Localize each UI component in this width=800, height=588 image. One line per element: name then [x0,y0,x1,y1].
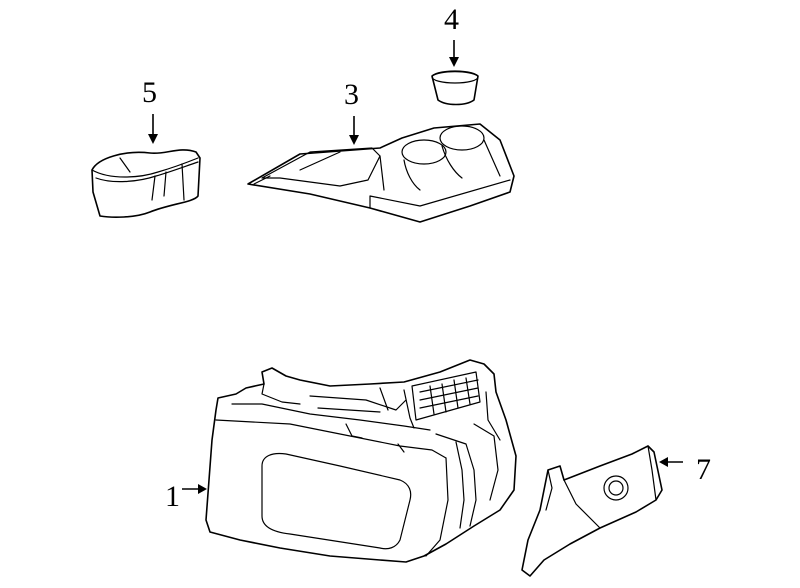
callout-1: 1 [165,480,180,513]
callout-4-arrow [449,40,459,67]
console-base-icon [205,359,517,563]
callout-5: 5 [142,76,157,109]
callout-7: 7 [696,453,711,486]
cup-holder-tray-icon [91,149,201,218]
callout-3: 3 [344,78,359,111]
callout-1-arrow [182,484,207,494]
cup-insert-icon [431,70,479,106]
callout-7-arrow [659,457,683,467]
side-trim-panel-icon [521,445,663,577]
callout-3-arrow [349,116,359,145]
console-top-panel-icon [247,123,515,223]
callout-4: 4 [444,3,459,36]
callout-5-arrow [148,114,158,144]
